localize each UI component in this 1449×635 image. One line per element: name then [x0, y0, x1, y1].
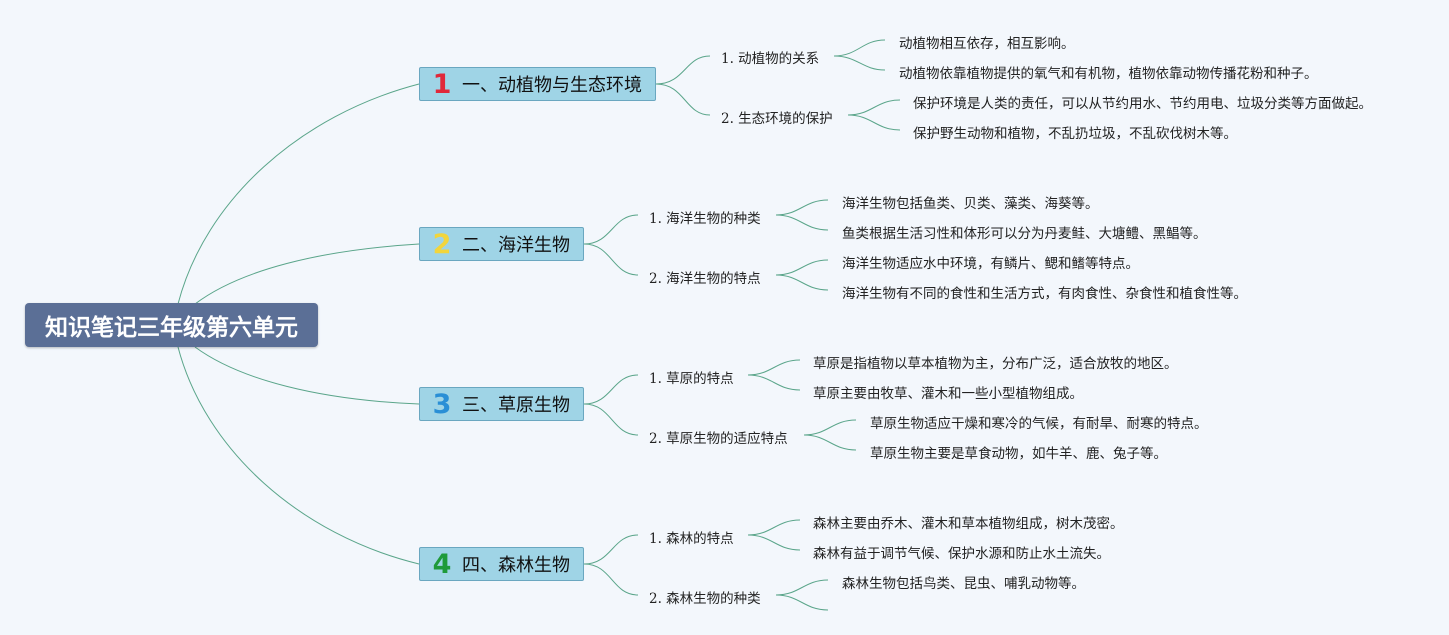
leaf-topic[interactable]: 动植物依靠植物提供的氧气和有机物，植物依靠动物传播花粉和种子。: [899, 66, 1318, 82]
subtopic-4-2[interactable]: 2. 森林生物的种类: [649, 591, 761, 607]
number-2-icon: 2: [432, 228, 452, 260]
branch-topic-label: 二、海洋生物: [462, 235, 570, 256]
branch-topic-label: 一、动植物与生态环境: [462, 75, 642, 96]
leaf-topic[interactable]: 草原生物主要是草食动物，如牛羊、鹿、兔子等。: [870, 446, 1167, 462]
leaf-topic[interactable]: 森林主要由乔木、灌木和草本植物组成，树木茂密。: [813, 516, 1124, 532]
subtopic-2-1[interactable]: 1. 海洋生物的种类: [649, 211, 761, 227]
leaf-topic[interactable]: 鱼类根据生活习性和体形可以分为丹麦鲑、大塘鳢、黑鲳等。: [842, 226, 1207, 242]
leaf-topic[interactable]: 海洋生物适应水中环境，有鳞片、鳃和鳍等特点。: [842, 256, 1139, 272]
leaf-topic[interactable]: 海洋生物有不同的食性和生活方式，有肉食性、杂食性和植食性等。: [842, 286, 1247, 302]
leaf-topic[interactable]: 草原生物适应干燥和寒冷的气候，有耐旱、耐寒的特点。: [870, 416, 1208, 432]
branch-topic-label: 四、森林生物: [462, 555, 570, 576]
leaf-topic[interactable]: 动植物相互依存，相互影响。: [899, 36, 1075, 52]
branch-topic-4[interactable]: 4 四、森林生物: [419, 547, 584, 581]
root-topic[interactable]: 知识笔记三年级第六单元: [25, 303, 318, 347]
root-topic-label: 知识笔记三年级第六单元: [45, 315, 298, 341]
number-4-icon: 4: [432, 548, 452, 580]
leaf-topic[interactable]: 保护环境是人类的责任，可以从节约用水、节约用电、垃圾分类等方面做起。: [913, 96, 1372, 112]
leaf-topic[interactable]: 保护野生动物和植物，不乱扔垃圾，不乱砍伐树木等。: [913, 126, 1237, 142]
branch-topic-3[interactable]: 3 三、草原生物: [419, 387, 584, 421]
branch-topic-2[interactable]: 2 二、海洋生物: [419, 227, 584, 261]
leaf-topic[interactable]: 草原是指植物以草本植物为主，分布广泛，适合放牧的地区。: [813, 356, 1178, 372]
subtopic-1-1[interactable]: 1. 动植物的关系: [721, 51, 820, 67]
subtopic-3-1[interactable]: 1. 草原的特点: [649, 371, 734, 387]
leaf-topic[interactable]: 海洋生物包括鱼类、贝类、藻类、海葵等。: [842, 196, 1099, 212]
branch-topic-1[interactable]: 1 一、动植物与生态环境: [419, 67, 656, 101]
leaf-topic[interactable]: 森林生物包括鸟类、昆虫、哺乳动物等。: [842, 576, 1085, 592]
number-1-icon: 1: [432, 68, 452, 100]
branch-topic-label: 三、草原生物: [462, 395, 570, 416]
subtopic-4-1[interactable]: 1. 森林的特点: [649, 531, 734, 547]
subtopic-3-2[interactable]: 2. 草原生物的适应特点: [649, 431, 788, 447]
leaf-topic[interactable]: 森林有益于调节气候、保护水源和防止水土流失。: [813, 546, 1110, 562]
subtopic-1-2[interactable]: 2. 生态环境的保护: [721, 111, 833, 127]
subtopic-2-2[interactable]: 2. 海洋生物的特点: [649, 271, 761, 287]
number-3-icon: 3: [432, 388, 452, 420]
leaf-topic[interactable]: 草原主要由牧草、灌木和一些小型植物组成。: [813, 386, 1083, 402]
